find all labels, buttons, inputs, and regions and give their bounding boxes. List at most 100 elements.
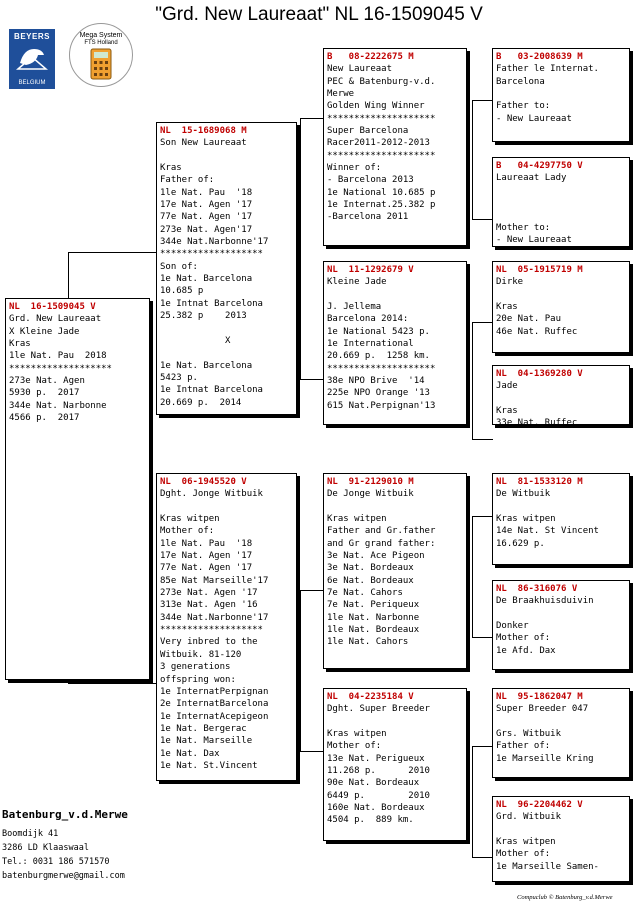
pedigree-line: Super Barcelona: [327, 126, 409, 137]
ring-number: B 03-2008639 M: [496, 52, 583, 62]
ring-number: NL 06-1945520 V: [160, 477, 247, 487]
pedigree-line: [160, 347, 296, 359]
pedigree-line: Father le Internat.: [496, 64, 599, 75]
pedigree-line: X Kleine Jade: [9, 326, 80, 337]
pedigree-line: Mother of:: [327, 741, 382, 752]
pedigree-line: 1e InternatPerpignan: [160, 686, 269, 697]
pedigree-line: *******************: [9, 363, 112, 374]
connector-ds-parents: [472, 516, 493, 638]
page-title: "Grd. New Laureaat" NL 16-1509045 V: [155, 4, 483, 25]
pedigree-line: Mother of:: [496, 849, 551, 860]
ring-number: NL 04-1369280 V: [496, 369, 583, 379]
pedigree-line: 5423 p.: [160, 372, 198, 383]
pedigree-line: [496, 824, 629, 836]
ring-number: NL 91-2129010 M: [327, 477, 414, 487]
pedigree-line: -Barcelona 2011: [327, 212, 409, 223]
connector-sd-parents: [472, 322, 493, 440]
pedigree-line: 20.669 p. 2014: [160, 397, 242, 408]
pedigree-line: 25.382 p 2013: [160, 311, 247, 322]
pedigree-line: 4566 p. 2017: [9, 413, 80, 424]
pedigree-line: [160, 150, 296, 162]
pedigree-line: J. Jellema: [327, 302, 382, 313]
owner-address: Boomdijk 41: [2, 829, 59, 839]
ring-number: NL 11-1292679 V: [327, 265, 414, 275]
connector-ss-parents: [472, 100, 493, 220]
pedigree-line: Laureaat Lady: [496, 173, 567, 184]
pedigree-line: [496, 88, 629, 100]
pedigree-line: [496, 209, 629, 221]
ring-number: NL 86-316076 V: [496, 584, 578, 594]
pedigree-line: 3 generations: [160, 662, 231, 673]
pedigree-line: 344e Nat.Narbonne'17: [160, 237, 269, 248]
pedigree-line: offspring won:: [160, 674, 236, 685]
beyers-logo: BEYERS BELGIUM: [9, 29, 55, 89]
pedigree-line: - New Laureaat: [496, 113, 572, 124]
pedigree-line: Golden Wing Winner: [327, 101, 425, 112]
ring-number: NL 96-2204462 V: [496, 800, 583, 810]
pedigree-line: Very inbred to the: [160, 637, 258, 648]
pedigree-line: 1e Intnat Barcelona: [160, 298, 263, 309]
pedigree-line: PEC & Batenburg-v.d.: [327, 76, 436, 87]
pedigree-line: 1e Nat. St.Vincent: [160, 760, 258, 771]
pedigree-line: Kras witpen: [160, 514, 220, 525]
pedigree-line: 1e Nat. Barcelona: [160, 274, 253, 285]
pedigree-line: 4504 p. 889 km.: [327, 815, 414, 826]
pedigree-line: 1e Nat. Dax: [160, 748, 220, 759]
pedigree-line: 1le Nat. Cahors: [327, 637, 409, 648]
ring-number: NL 05-1915719 M: [496, 265, 583, 275]
pedigree-line: - New Laureaat: [496, 235, 572, 246]
pedigree-line: 1le Nat. Narbonne: [327, 612, 420, 623]
pedigree-line: Father of:: [496, 741, 551, 752]
pedigree-line: Mother of:: [496, 633, 551, 644]
ring-number: NL 04-2235184 V: [327, 692, 414, 702]
pedigree-line: 6449 p. 2010: [327, 790, 430, 801]
pedigree-line: 1e Nat. Barcelona: [160, 360, 253, 371]
pedigree-line: 160e Nat. Bordeaux: [327, 803, 425, 814]
pedigree-line: 1le Nat. Pau 2018: [9, 351, 107, 362]
pedigree-line: 1e InternatAcepigeon: [160, 711, 269, 722]
pedigree-line: Kras: [496, 302, 518, 313]
pedigree-line: Jade: [496, 381, 518, 392]
pedigree-line: 313e Nat. Agen '16: [160, 600, 258, 611]
owner-name: Batenburg_v.d.Merwe: [2, 808, 128, 821]
beyers-logo-text: BEYERS: [14, 32, 50, 41]
pedigree-line: 273e Nat. Agen'17: [160, 224, 253, 235]
pedigree-line: 20.669 p. 1258 km.: [327, 351, 430, 362]
pedigree-line: Super Breeder 047: [496, 704, 589, 715]
pedigree-line: 1e National 10.685 p: [327, 187, 436, 198]
ring-number: NL 95-1862047 M: [496, 692, 583, 702]
pedigree-line: Barcelona 2014:: [327, 314, 409, 325]
pedigree-line: ********************: [327, 113, 436, 124]
pedigree-line: 273e Nat. Agen: [9, 376, 85, 387]
pedigree-line: 1e Intnat Barcelona: [160, 385, 263, 396]
pedigree-line: Kras: [496, 406, 518, 417]
pedigree-line: Dght. Super Breeder: [327, 704, 430, 715]
pedigree-line: 7e Nat. Cahors: [327, 588, 403, 599]
pedigree-line: 1e Nat. Marseille: [160, 736, 253, 747]
pedigree-line: 273e Nat. Agen '17: [160, 588, 258, 599]
pedigree-line: 46e Nat. Ruffec: [496, 326, 578, 337]
pedigree-line: Kleine Jade: [327, 277, 387, 288]
pedigree-line: 16.629 p.: [496, 538, 545, 549]
pedigree-line: 1e Marseille Samen-: [496, 861, 599, 872]
pedigree-line: 225e NPO Orange '13: [327, 388, 430, 399]
pedigree-line: 1le Nat. Pau '18: [160, 187, 253, 198]
mega-system-logo-subtext: FTS Holland: [84, 40, 118, 46]
mega-system-logo-text: Mega System: [79, 32, 123, 39]
pedigree-line: ********************: [327, 150, 436, 161]
ring-number: NL 16-1509045 V: [9, 302, 96, 312]
pedigree-line: Winner of:: [327, 163, 382, 174]
pedigree-line: 77e Nat. Agen '17: [160, 563, 253, 574]
pedigree-line: Grd. New Laureaat: [9, 314, 102, 325]
pedigree-line: *******************: [160, 625, 263, 636]
pedigree-line: [496, 501, 629, 513]
